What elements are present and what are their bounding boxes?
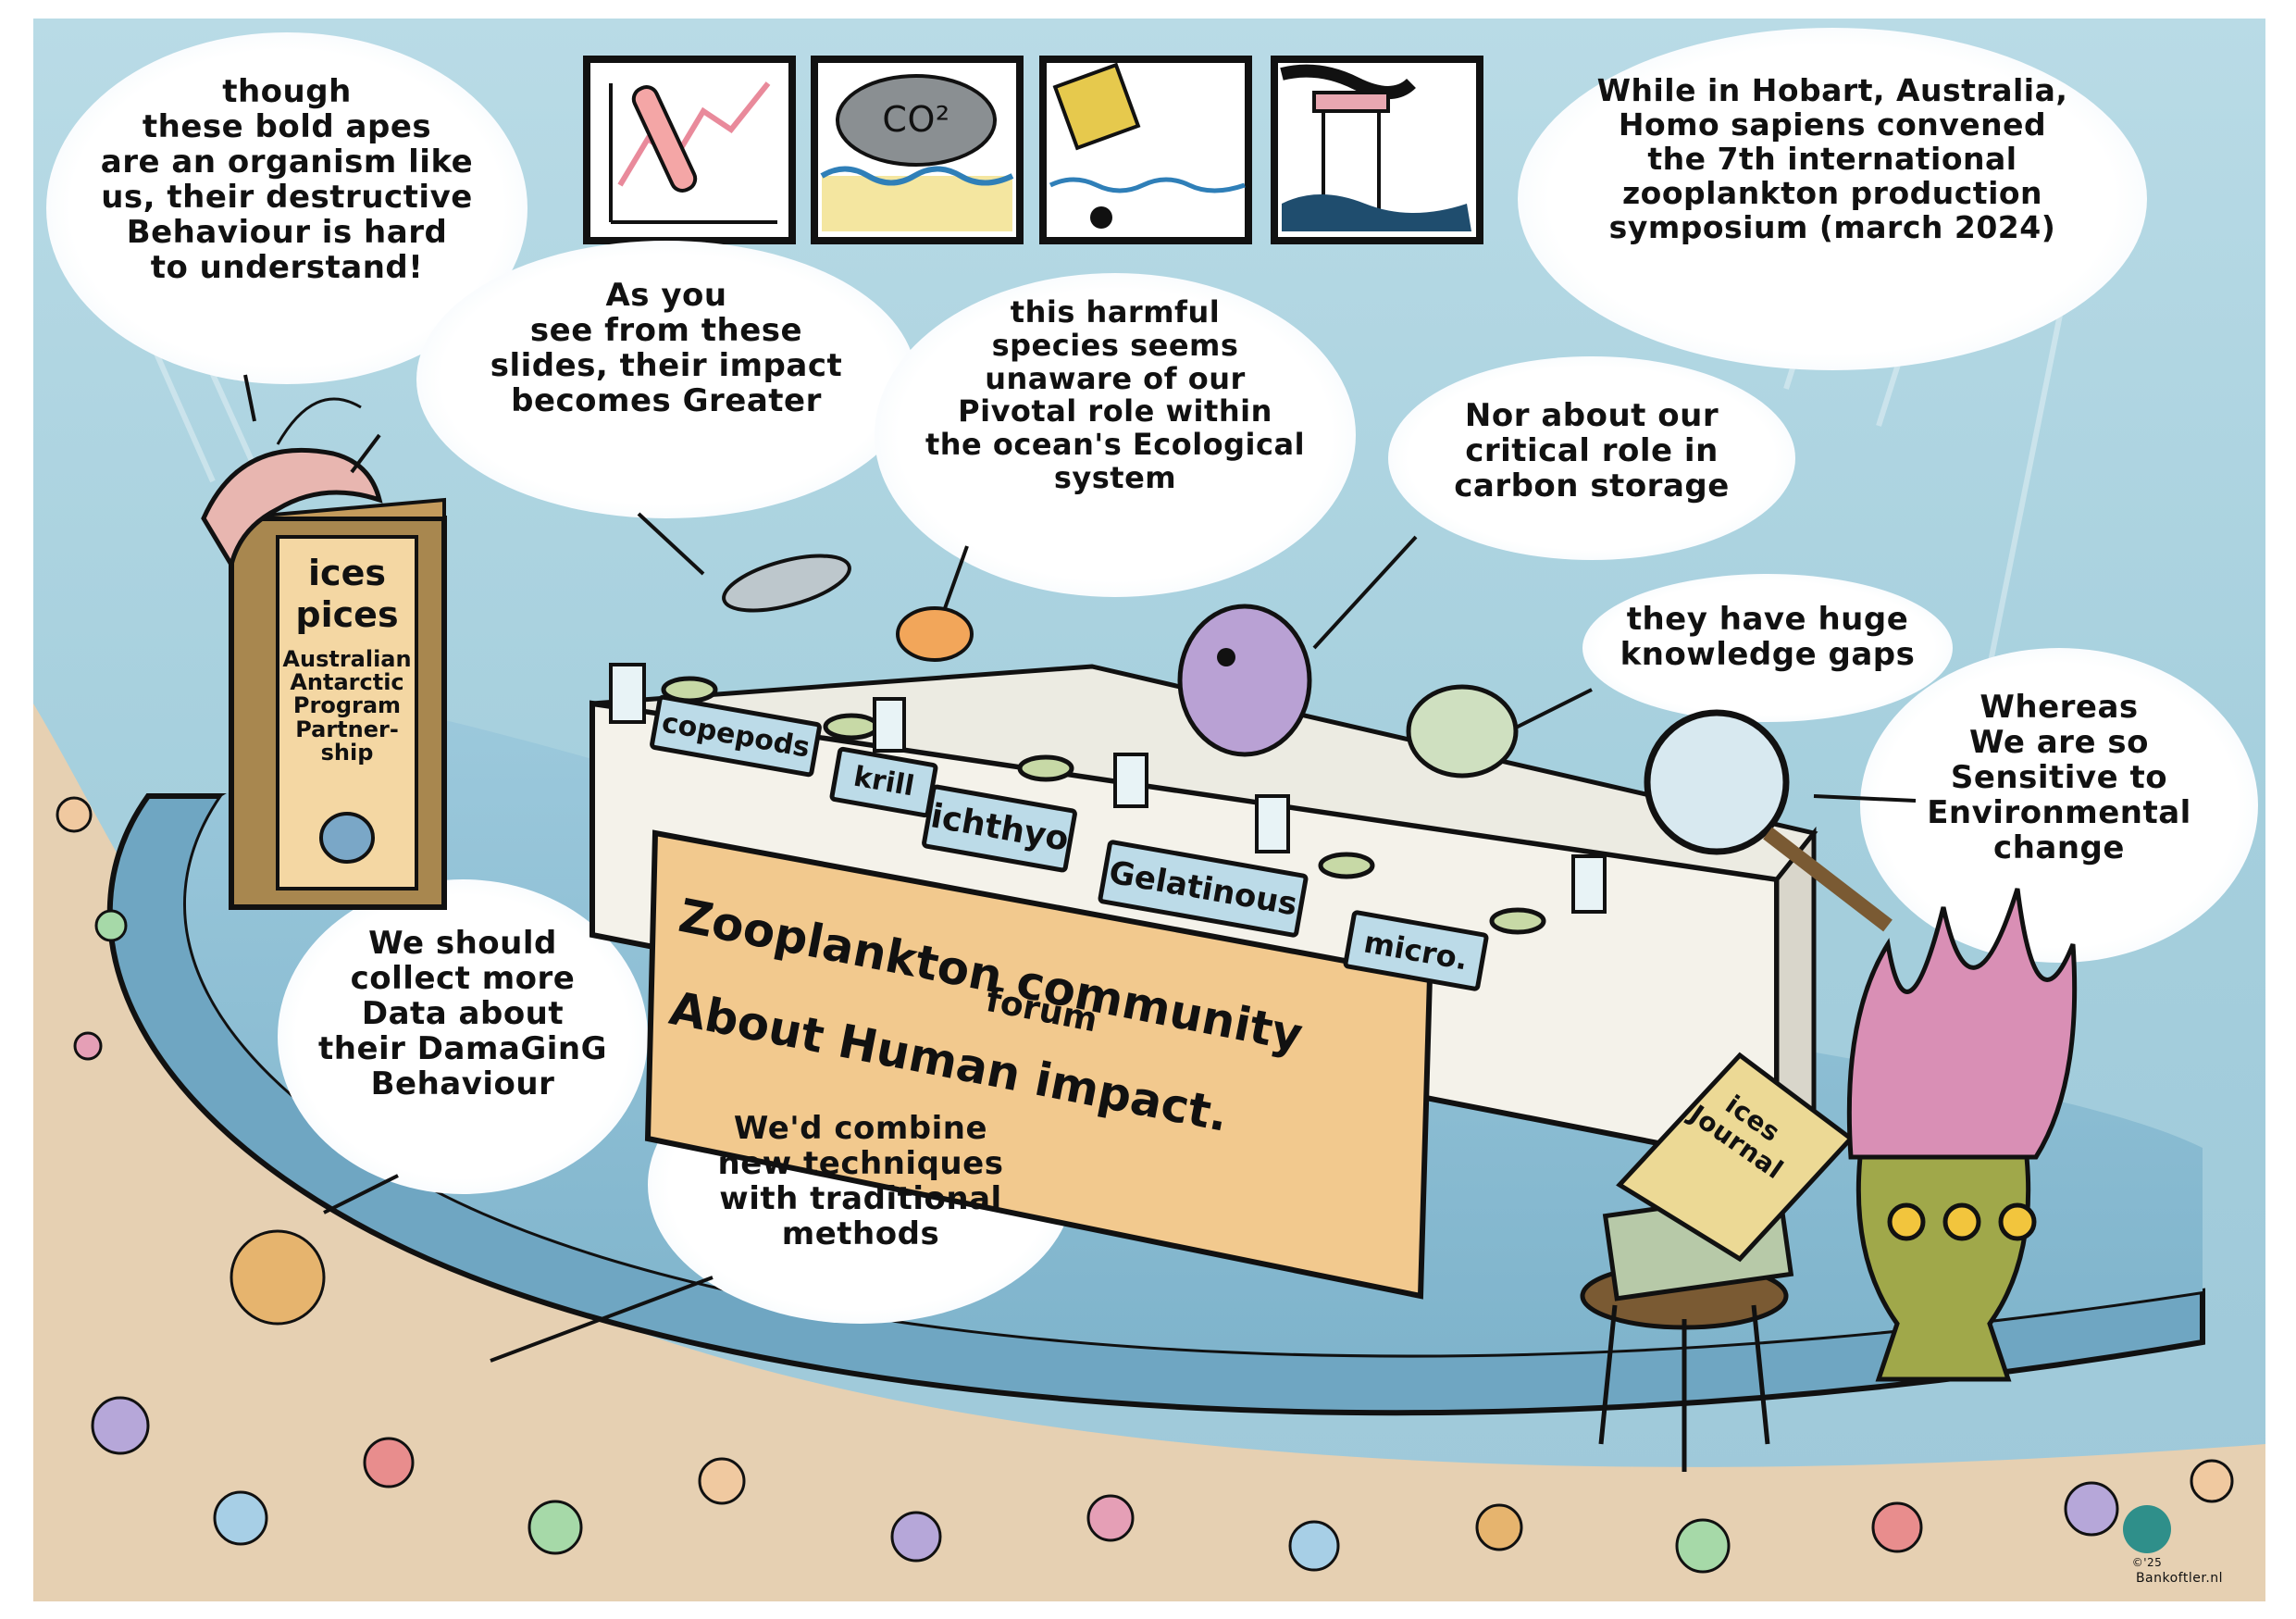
sea-floor [33, 704, 2265, 1601]
bubble-slides-impact: As you see from these slides, their impa… [490, 277, 843, 420]
podium-ices: ices [308, 553, 386, 593]
bubble-shapes [46, 28, 2258, 1324]
bubble-environmental-change: Whereas We are so Sensitive to Environme… [1927, 689, 2191, 867]
slide-pollution [1039, 56, 1252, 244]
bubble-knowledge-gaps: they have huge knowledge gaps [1620, 601, 1916, 674]
bubble-hobart-symposium: While in Hobart, Australia, Homo sapiens… [1596, 72, 2068, 245]
signature-mark [2123, 1505, 2171, 1553]
slide-co2-label: CO² [882, 99, 950, 140]
fish-larva-panelist [1177, 604, 1312, 757]
slide-co2 [811, 56, 1024, 244]
plankton-decorations [56, 796, 2234, 1574]
bubble-collect-more-data: We should collect more Data about their … [318, 925, 607, 1103]
bubble-combine-techniques: We'd combine new techniques with traditi… [717, 1110, 1004, 1253]
podium-partnership: Australian Antarctic Program Partner- sh… [282, 646, 412, 766]
podium-pices: pices [295, 594, 399, 635]
coral-vase [1846, 888, 2078, 1382]
journal-stack [1602, 1052, 1855, 1301]
slide-thermometer [583, 56, 796, 244]
signature-site: Bankoftler.nl [2135, 1571, 2224, 1586]
signature-year: ©'25 [2131, 1556, 2163, 1569]
bubble-carbon-storage: Nor about our critical role in carbon st… [1454, 397, 1730, 505]
microphones [661, 676, 1546, 935]
shrimp-speaker [201, 397, 383, 571]
bubble-though-these-bold-apes: though these bold apes are an organism l… [100, 73, 474, 287]
podium [229, 497, 447, 910]
krill-panelist [896, 606, 974, 662]
copepod-panelist [722, 554, 851, 613]
slide-oil-rig [1271, 56, 1483, 244]
bubble-tails [243, 374, 1917, 1363]
water-glasses [609, 663, 1607, 914]
banner [644, 829, 1433, 1300]
magnifying-glass [1644, 709, 1893, 932]
bubble-harmful-species: this harmful species seems unaware of ou… [925, 294, 1306, 496]
jellyfish-panelist [1406, 684, 1519, 778]
